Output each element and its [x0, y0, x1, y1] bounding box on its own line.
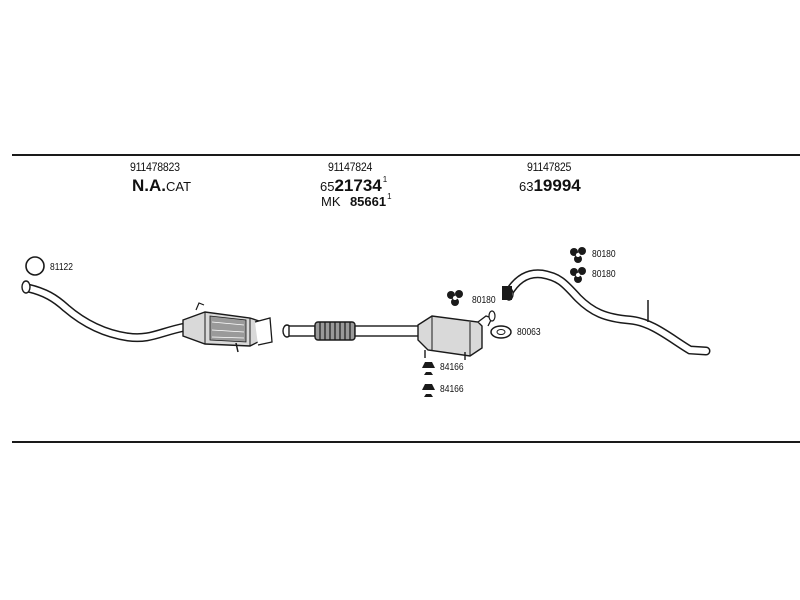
top-rule	[12, 154, 800, 156]
catalytic-converter	[182, 302, 273, 353]
section-2-code-bold: 21734	[334, 176, 382, 195]
section-2-alt-sup: 1	[387, 192, 392, 201]
rubber-hanger-icon	[422, 362, 435, 375]
section-2-code-sup: 1	[382, 175, 388, 184]
section-3-code: 6319994	[519, 177, 581, 195]
fitting-label-flange-gasket: 80063	[517, 327, 541, 338]
flange-gasket-icon	[490, 325, 512, 339]
section-2-code: 65217341	[320, 175, 388, 195]
fitting-label-gasket-ring: 81122	[50, 262, 74, 273]
fitting-label-clamp-middle: 80180	[472, 295, 496, 306]
section-2-alt-value: 85661	[349, 194, 387, 209]
clamp-icon	[570, 247, 586, 263]
clamp-icon	[447, 290, 463, 306]
section-1-code-bold: N.A.	[132, 176, 166, 195]
section-2-code-prefix: 65	[320, 179, 335, 194]
section-1-part-number: 911478823	[130, 160, 180, 174]
bottom-rule	[12, 441, 800, 443]
middle-pipe	[282, 321, 421, 341]
section-2-part-number: 91147824	[328, 160, 373, 174]
fitting-label-clamp-lower: 80180	[592, 269, 616, 280]
fitting-label-clamp-top: 80180	[592, 249, 616, 260]
section-2-alt-code: MK 856611	[321, 192, 392, 210]
rear-silencer	[417, 310, 496, 360]
tail-pipe	[502, 269, 711, 356]
section-1-code: N.A.CAT	[132, 177, 191, 195]
rubber-hanger-icon	[422, 384, 435, 397]
section-3-code-bold: 19994	[533, 176, 581, 195]
gasket-ring-icon	[25, 256, 45, 276]
section-3-part-number: 91147825	[527, 160, 572, 174]
fitting-label-hanger-1: 84166	[440, 362, 464, 373]
section-2-alt-prefix: MK	[321, 194, 341, 209]
front-pipe	[21, 280, 190, 343]
section-3-code-prefix: 63	[519, 179, 534, 194]
fitting-label-hanger-2: 84166	[440, 384, 464, 395]
clamp-icon	[570, 267, 586, 283]
section-1-code-suffix: CAT	[166, 179, 192, 194]
